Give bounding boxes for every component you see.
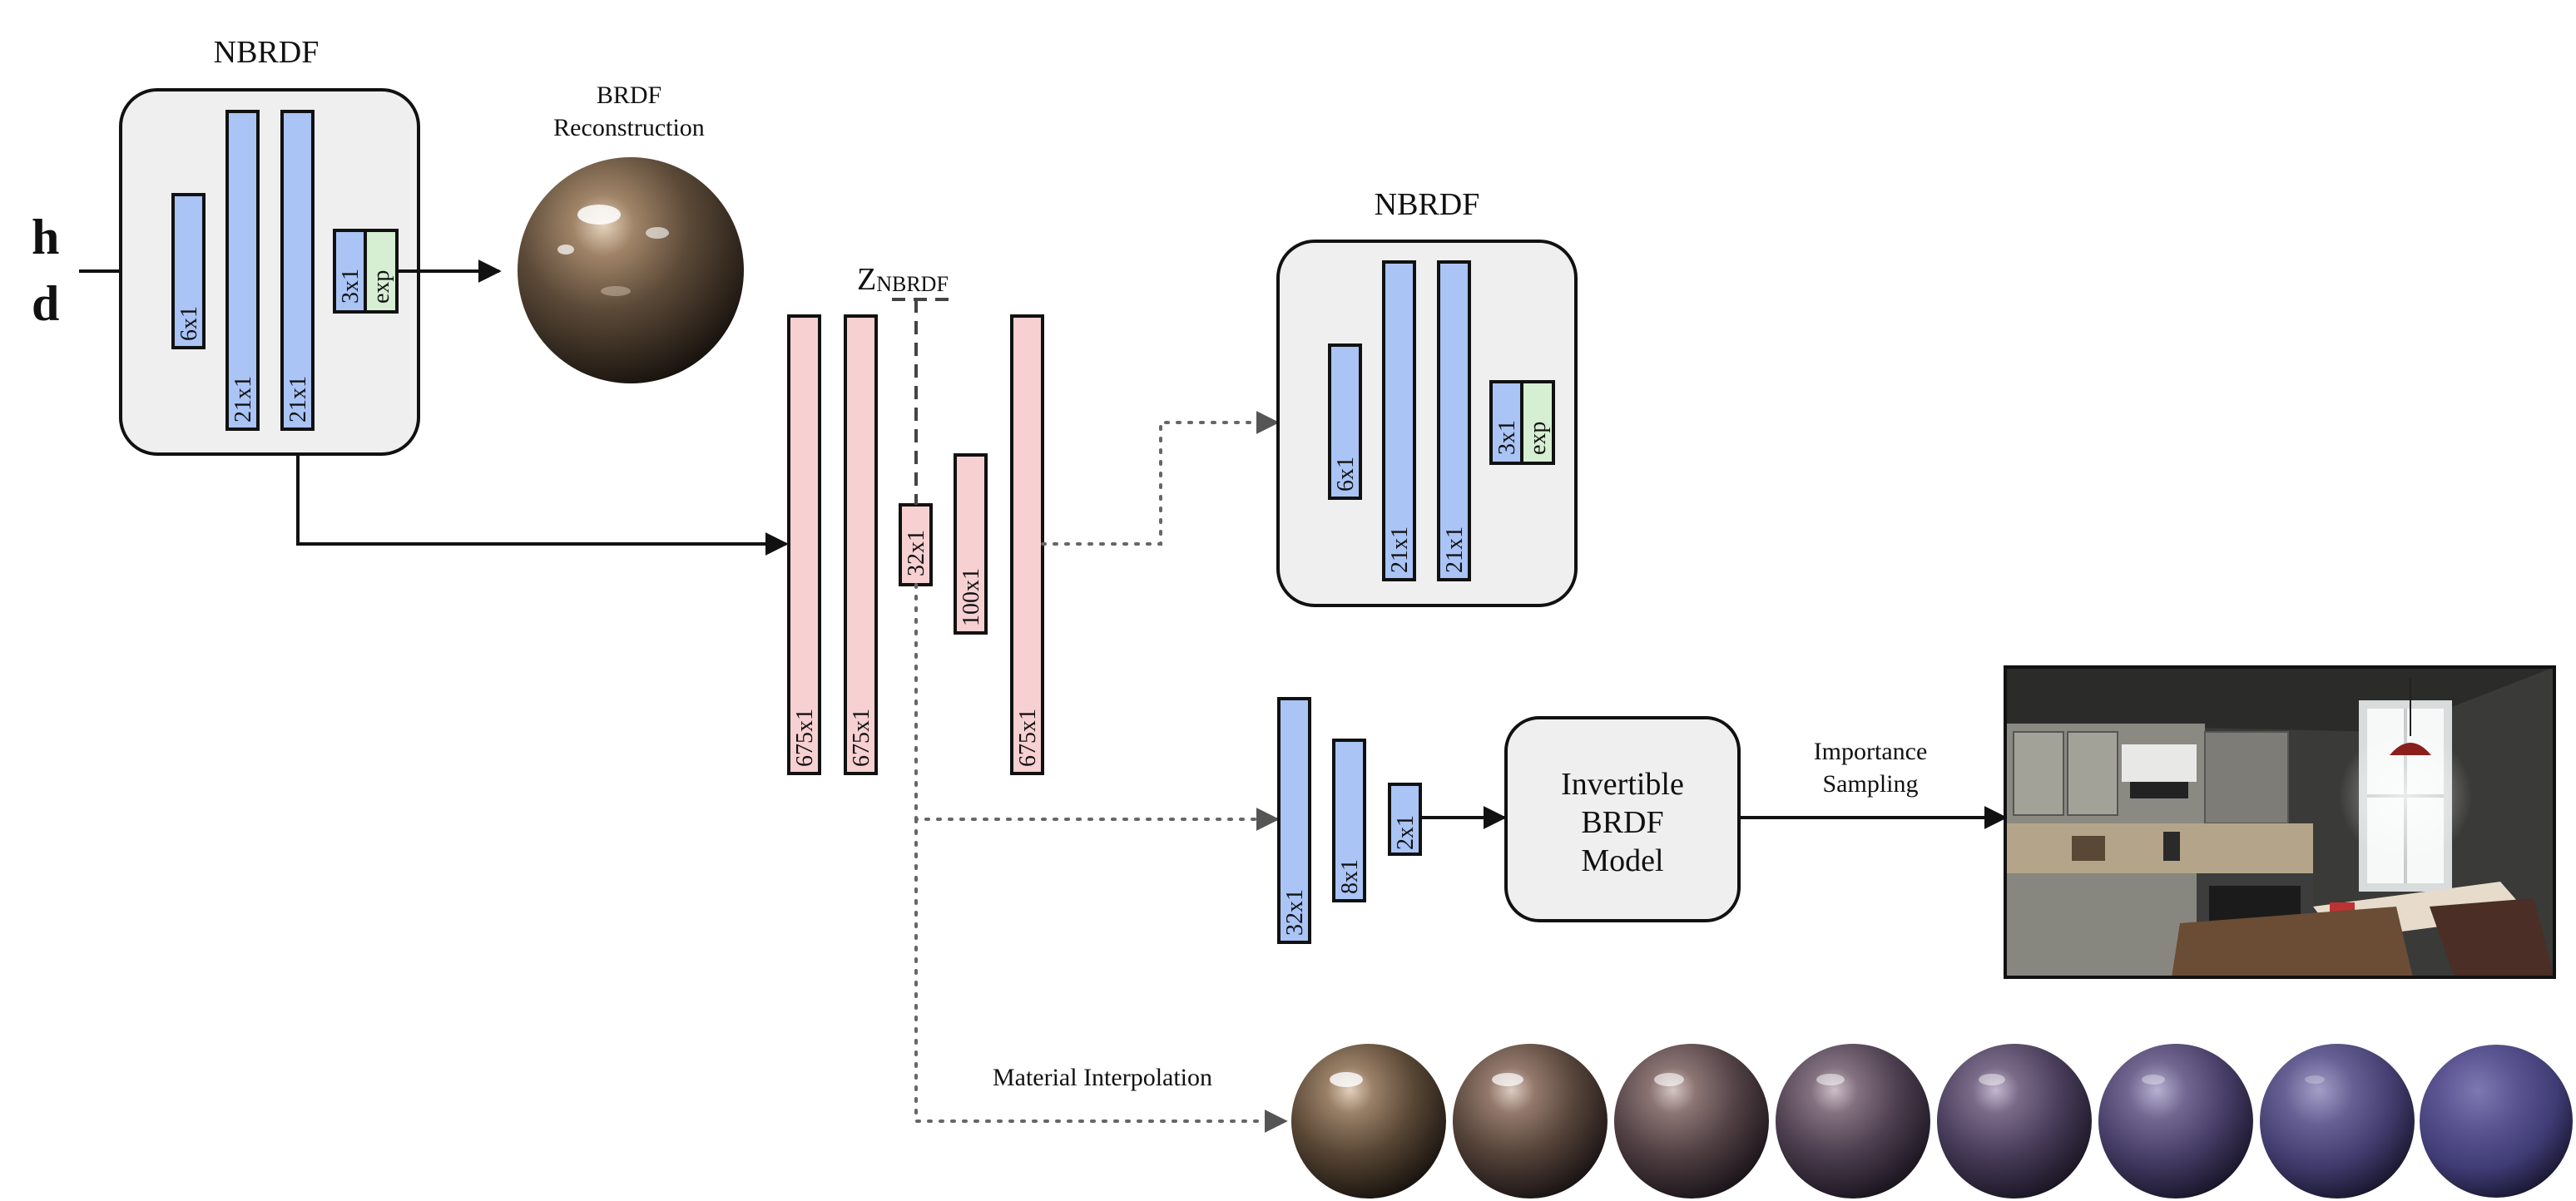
- nbrdf-to-encoder-arrow: [296, 454, 789, 556]
- latent-label-main: Z: [857, 262, 876, 297]
- decoder-layer-1: [954, 453, 988, 635]
- nbrdf-right-output-label: 3x1: [1494, 420, 1520, 455]
- interpolation-sphere-2: [1453, 1044, 1608, 1199]
- nbrdf-right-layer-1-label: 6x1: [1333, 457, 1359, 492]
- importance-sampling-line2: Sampling: [1822, 770, 1918, 798]
- encoder-layer-2-label: 675x1: [849, 709, 874, 767]
- brdf-reconstruction-line2: Reconstruction: [553, 114, 705, 141]
- reconstruction-sphere: [518, 157, 744, 383]
- nbrdf-right-output-layer: [1489, 380, 1523, 465]
- interpolation-sphere-3: [1614, 1044, 1769, 1199]
- latent-label: ZNBRDF: [857, 262, 949, 297]
- interpolation-sphere-8: [2420, 1045, 2573, 1198]
- nbrdf-top-layer-2-label: 21x1: [230, 376, 256, 423]
- decoder-layer-1-label: 100x1: [959, 568, 984, 626]
- interpolation-spheres: [1291, 1044, 2573, 1199]
- interpolation-sphere-4: [1776, 1044, 1930, 1199]
- nbrdf-top-layer-1: [171, 193, 206, 349]
- material-interpolation-label: Material Interpolation: [993, 1064, 1212, 1091]
- nbrdf-right-exp-label: exp: [1525, 422, 1551, 455]
- interpolation-sphere-7: [2260, 1044, 2415, 1199]
- nbrdf-top-layer-3-label: 21x1: [285, 376, 311, 423]
- invertible-model-line2: BRDF: [1581, 805, 1663, 840]
- encoder-layer-2: [844, 314, 878, 775]
- mapping-layer-2: [1332, 739, 1366, 902]
- interpolation-sphere-1: [1291, 1044, 1446, 1199]
- encoder-layer-1: [787, 314, 821, 775]
- input-d-label: d: [32, 276, 59, 331]
- mapping-layer-1-label: 32x1: [1282, 889, 1308, 936]
- nbrdf-top-layer-3: [280, 110, 315, 431]
- brdf-reconstruction-line1: BRDF: [597, 82, 661, 109]
- mapping-layer-2-label: 8x1: [1337, 859, 1363, 894]
- decoder-to-nbrdf-dotted-arrow: [1041, 411, 1280, 546]
- latent-to-interpolation-dotted-arrow: [914, 818, 1288, 1133]
- importance-sampling-line1: Importance: [1814, 738, 1928, 765]
- decoder-layer-2: [1010, 314, 1044, 775]
- nbrdf-right-box: [1276, 240, 1578, 607]
- nbrdf-right-layer-3: [1437, 260, 1471, 581]
- rendered-kitchen-scene: [2004, 665, 2556, 979]
- mapping-layer-1: [1277, 697, 1311, 944]
- invertible-model-line1: Invertible: [1561, 767, 1684, 802]
- nbrdf-top-layer-2: [225, 110, 260, 431]
- invertible-model-line3: Model: [1581, 843, 1663, 878]
- mapping-layer-3-label: 2x1: [1393, 815, 1419, 850]
- nbrdf-top-title: NBRDF: [214, 35, 320, 70]
- nbrdf-right-layer-2-label: 21x1: [1387, 526, 1413, 573]
- interpolation-sphere-6: [2098, 1044, 2253, 1199]
- interpolation-sphere-5: [1937, 1044, 2092, 1199]
- nbrdf-top-output-label: 3x1: [338, 269, 364, 304]
- nbrdf-right-layer-2: [1382, 260, 1416, 581]
- encoder-layer-1-label: 675x1: [792, 709, 818, 767]
- nbrdf-right-title: NBRDF: [1375, 187, 1480, 222]
- nbrdf-top-exp-label: exp: [369, 270, 394, 304]
- decoder-layer-2-label: 675x1: [1015, 709, 1041, 767]
- nbrdf-right-exp-layer: [1520, 380, 1555, 465]
- input-h-label: h: [32, 210, 59, 264]
- nbrdf-right-layer-1: [1328, 343, 1362, 500]
- latent-layer-label: 32x1: [904, 530, 929, 576]
- latent-label-sub: NBRDF: [876, 272, 949, 296]
- nbrdf-right-layer-3-label: 21x1: [1442, 526, 1468, 573]
- nbrdf-top-layer-1-label: 6x1: [176, 306, 202, 341]
